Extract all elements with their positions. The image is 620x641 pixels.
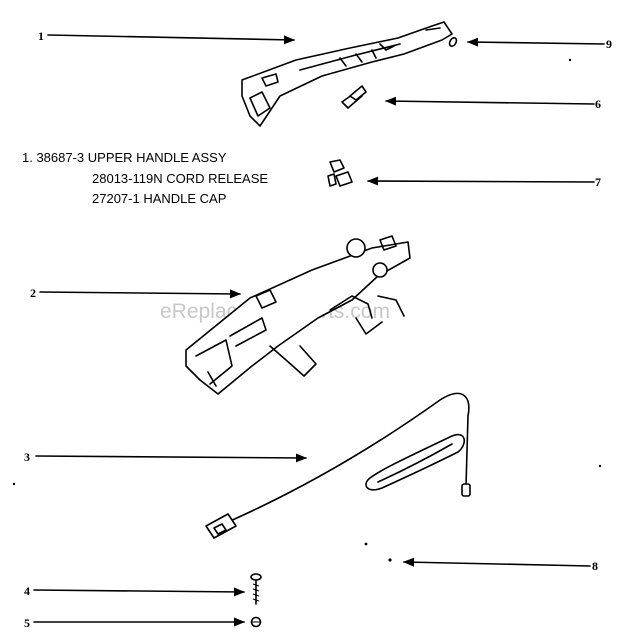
callout-4: 4 [24, 584, 30, 598]
part-4-screw [250, 573, 262, 605]
callout-9: 9 [606, 37, 612, 51]
leader-line-6 [384, 96, 595, 106]
part-3-cord [205, 392, 471, 539]
part-6-cord-release [341, 85, 367, 109]
part-9-clip [448, 37, 458, 47]
parts-list-line-3: 27207-1 HANDLE CAP [92, 191, 226, 206]
callout-8: 8 [592, 559, 598, 573]
parts-list-line-1: 1. 38687-3 UPPER HANDLE ASSY [22, 150, 227, 165]
parts-list-line-2: 28013-119N CORD RELEASE [92, 171, 268, 186]
part-upper-handle [241, 21, 453, 127]
leader-line-8 [402, 557, 591, 567]
callout-3: 3 [24, 450, 30, 464]
part-5-washer [250, 616, 262, 628]
leader-line-4 [33, 587, 246, 597]
callout-6: 6 [595, 97, 601, 111]
callout-5: 5 [24, 616, 30, 630]
leader-line-3 [35, 453, 308, 463]
leader-line-2 [39, 289, 242, 299]
part-lower-handle [185, 235, 411, 395]
leader-line-9 [466, 37, 605, 47]
callout-2: 2 [30, 286, 36, 300]
callout-1: 1 [38, 29, 44, 43]
part-7-handle-cap [327, 159, 353, 187]
leader-line-1 [47, 34, 296, 45]
leader-line-7 [366, 176, 595, 186]
callout-7: 7 [595, 175, 601, 189]
